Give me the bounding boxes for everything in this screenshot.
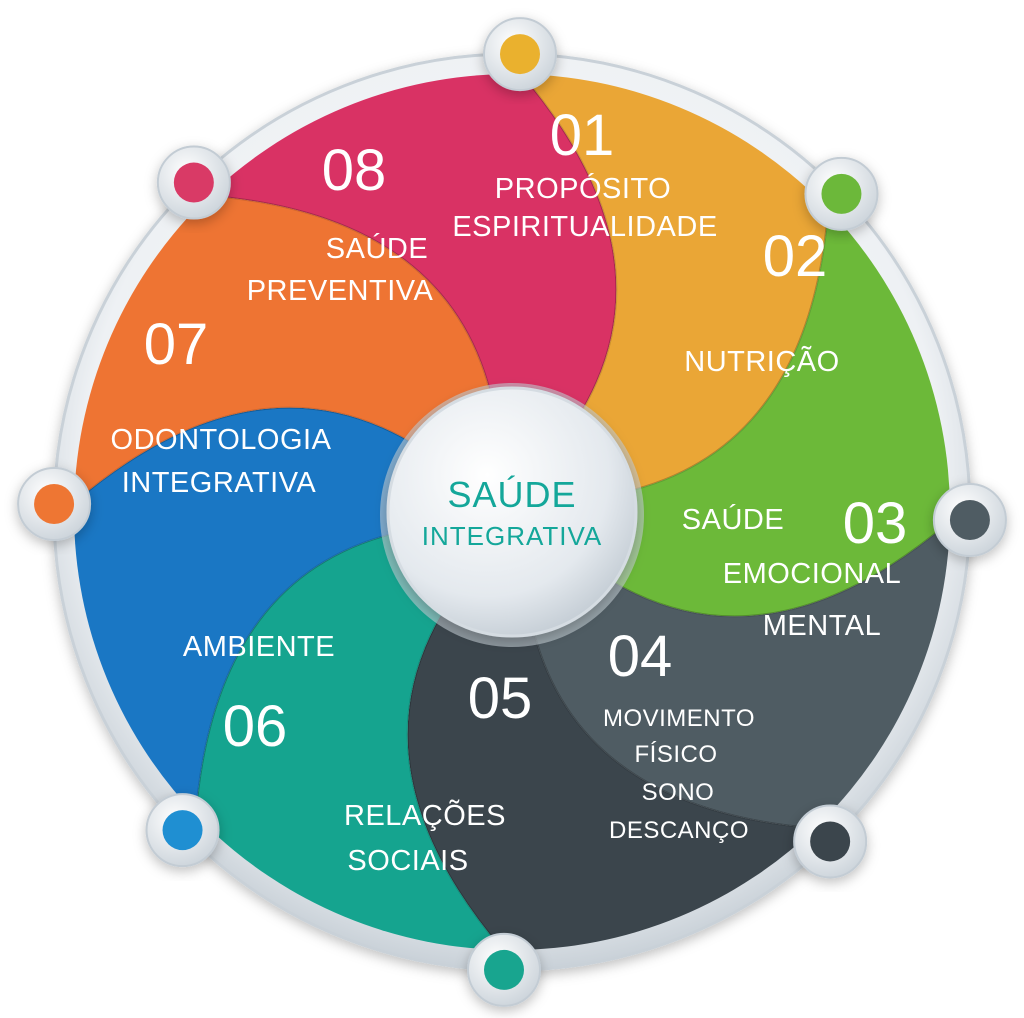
segment-number: 01 [550, 103, 615, 168]
pin-marker-3 [932, 482, 1007, 557]
segment-number: 02 [763, 224, 828, 289]
segment-label-line: SAÚDE [326, 232, 428, 265]
segment-label-line: MOVIMENTO [603, 705, 755, 732]
segment-label-line: NUTRIÇÃO [684, 344, 839, 378]
segment-number: 04 [608, 624, 673, 689]
segment-label-line: SONO [642, 779, 715, 806]
segment-label-line: AMBIENTE [183, 631, 335, 663]
segment-label-line: DESCANÇO [609, 817, 749, 844]
segment-1[interactable]: 01 PROPÓSITO ESPIRITUALIDADE [452, 103, 717, 243]
segment-number: 03 [843, 491, 908, 556]
segment-label-line: FÍSICO [634, 741, 717, 768]
segment-number: 08 [322, 138, 387, 203]
pin-marker-2 [804, 156, 879, 231]
segment-label-line: PREVENTIVA [247, 275, 434, 307]
segment-8[interactable]: 08 SAÚDE PREVENTIVA [247, 138, 434, 307]
pin-marker-7 [17, 467, 92, 542]
segment-label-line: MENTAL [763, 610, 881, 642]
segment-number: 06 [223, 694, 288, 759]
segment-label-line: PROPÓSITO [495, 172, 671, 205]
segment-number: 07 [144, 312, 209, 377]
segment-6[interactable]: 06 AMBIENTE [183, 631, 335, 759]
pin-marker-8 [156, 145, 231, 220]
segment-3[interactable]: 03 SAÚDE EMOCIONAL MENTAL [682, 491, 907, 642]
center-title: SAÚDE [447, 474, 576, 515]
pin-marker-6 [145, 793, 220, 868]
segment-number: 05 [468, 666, 533, 731]
segment-label-line: SOCIAIS [347, 845, 468, 877]
segment-label-line: EMOCIONAL [723, 558, 902, 590]
segment-4[interactable]: 04 MOVIMENTO FÍSICO SONO DESCANÇO [603, 624, 755, 844]
segment-label-line: RELAÇÕES [344, 798, 506, 832]
segment-label-line: INTEGRATIVA [122, 467, 317, 499]
center-subtitle: INTEGRATIVA [422, 521, 603, 551]
pin-marker-4 [793, 804, 868, 879]
center-hub: SAÚDE INTEGRATIVA [380, 383, 644, 647]
segment-label-line: ESPIRITUALIDADE [452, 211, 717, 243]
segment-5[interactable]: 05 RELAÇÕES SOCIAIS [344, 666, 532, 877]
segment-label-line: ODONTOLOGIA [111, 424, 332, 456]
pin-marker-5 [467, 932, 542, 1007]
segment-2[interactable]: 02 NUTRIÇÃO [684, 224, 839, 378]
pin-marker-1 [482, 17, 557, 92]
segment-label-line: SAÚDE [682, 503, 784, 536]
segment-7[interactable]: 07 ODONTOLOGIA INTEGRATIVA [111, 312, 332, 499]
